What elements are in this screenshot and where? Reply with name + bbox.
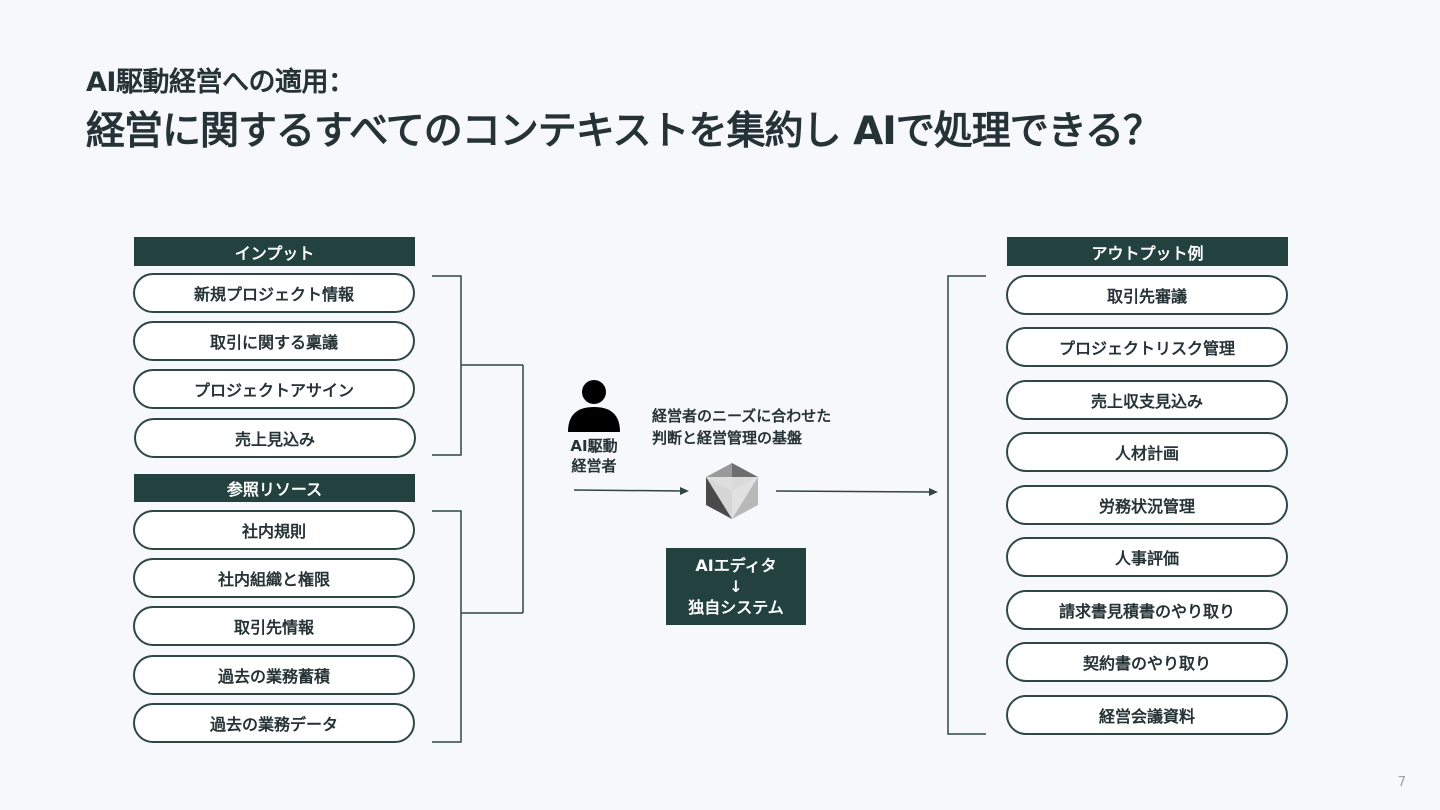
input-item: プロジェクトアサイン	[133, 369, 415, 409]
output-item: 経営会議資料	[1006, 695, 1288, 735]
reference-item: 過去の業務蓄積	[133, 655, 415, 695]
output-item: 取引先審議	[1006, 275, 1288, 315]
reference-item: 社内組織と権限	[133, 558, 415, 598]
output-item: 請求書見積書のやり取り	[1006, 590, 1288, 630]
reference-item: 過去の業務データ	[133, 703, 415, 743]
input-item: 取引に関する稟議	[133, 321, 415, 361]
person-label-line1: AI駆動	[570, 437, 618, 455]
reference-item: 社内規則	[133, 510, 415, 550]
ai-box-arrow: ↓	[729, 577, 743, 596]
output-item: 売上収支見込み	[1006, 380, 1288, 420]
output-item: プロジェクトリスク管理	[1006, 327, 1288, 367]
hub-description-line1: 経営者のニーズに合わせた	[652, 407, 832, 425]
ai-editor-box: AIエディタ ↓ 独自システム	[666, 548, 806, 625]
output-item: 労務状況管理	[1006, 485, 1288, 525]
person-label-line2: 経営者	[571, 457, 617, 475]
slide-subtitle: AI駆動経営への適用：	[86, 67, 355, 98]
hub-description-line2: 判断と経営管理の基盤	[652, 429, 803, 447]
output-header: アウトプット例	[1007, 237, 1288, 266]
person-icon	[568, 380, 620, 432]
reference-item: 取引先情報	[133, 606, 415, 646]
reference-header: 参照リソース	[134, 474, 415, 502]
output-item: 人材計画	[1006, 432, 1288, 472]
input-header: インプット	[134, 237, 415, 266]
page-number: 7	[1397, 775, 1406, 790]
person-label: AI駆動 経営者	[562, 436, 626, 476]
output-item: 人事評価	[1006, 537, 1288, 577]
ai-box-line2: 独自システム	[688, 598, 784, 617]
output-item: 契約書のやり取り	[1006, 642, 1288, 682]
cube-logo-icon	[706, 463, 758, 519]
input-item: 売上見込み	[134, 418, 416, 458]
input-item: 新規プロジェクト情報	[133, 273, 415, 313]
ai-box-line1: AIエディタ	[695, 556, 777, 575]
slide-title: 経営に関するすべてのコンテキストを集約し AIで処理できる？	[86, 109, 1162, 154]
